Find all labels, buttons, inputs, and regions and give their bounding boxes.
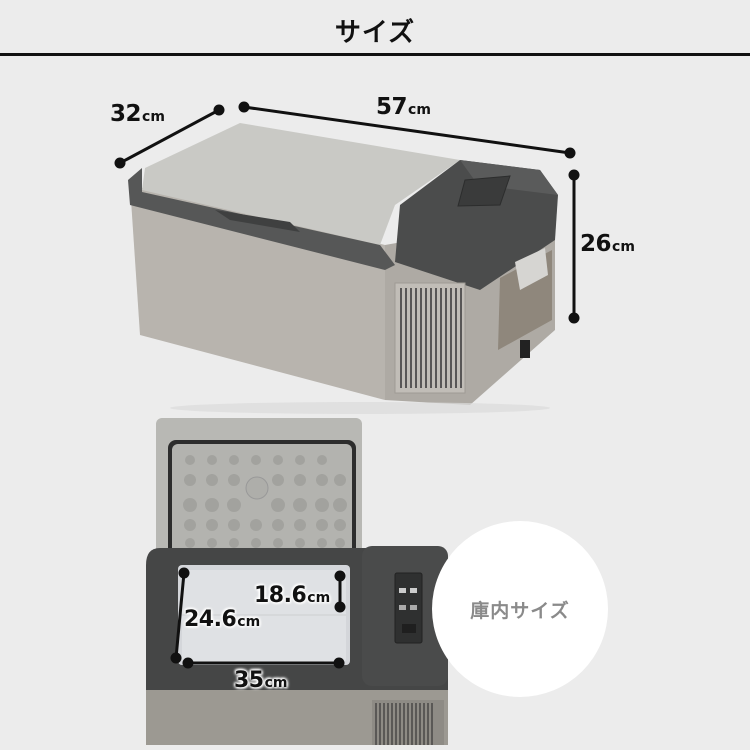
width-value: 57 (376, 94, 408, 120)
open-cooler-image (146, 418, 448, 745)
internal-height-value: 18.6 (254, 583, 307, 608)
internal-height-unit: cm (307, 590, 331, 606)
internal-size-badge (432, 521, 608, 697)
internal-height-label: 18.6cm (254, 583, 330, 608)
internal-depth-unit: cm (237, 614, 261, 630)
depth-unit: cm (142, 109, 165, 125)
internal-width-unit: cm (264, 675, 288, 691)
internal-size-badge-label: 庫内サイズ (470, 600, 570, 622)
depth-label: 32cm (110, 101, 165, 127)
external-dimension-lines (114, 101, 580, 324)
page-title: サイズ (334, 18, 416, 48)
width-unit: cm (408, 102, 431, 118)
internal-width-label: 35cm (234, 668, 288, 693)
width-label: 57cm (376, 94, 431, 120)
title-underline (0, 53, 750, 56)
closed-cooler-image (128, 123, 558, 414)
internal-dimension-lines (170, 567, 346, 669)
depth-value: 32 (110, 101, 142, 127)
internal-depth-label: 24.6cm (184, 607, 260, 632)
height-unit: cm (612, 239, 635, 255)
height-label: 26cm (580, 231, 635, 257)
height-value: 26 (580, 231, 612, 257)
internal-width-value: 35 (234, 668, 264, 693)
internal-depth-value: 24.6 (184, 607, 237, 632)
